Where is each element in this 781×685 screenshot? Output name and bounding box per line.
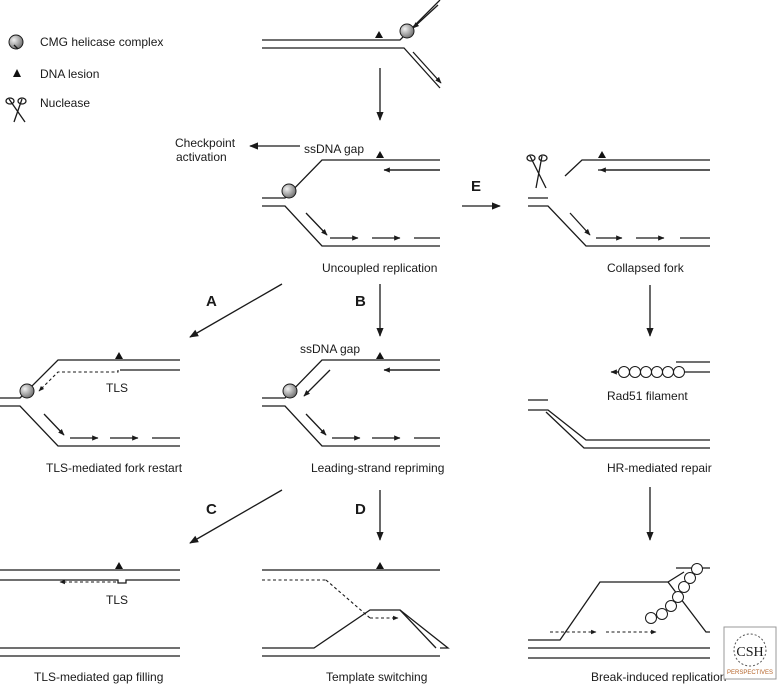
tls-gap-filling	[0, 562, 180, 657]
rad51-filament	[618, 366, 685, 378]
dna-lesion-icon	[598, 151, 606, 158]
nuclease-icon	[5, 97, 27, 123]
leading-strand-repriming	[262, 352, 440, 447]
dna-lesion-icon	[115, 562, 123, 569]
step-label-b: B	[355, 293, 366, 310]
nuclease-icon	[526, 154, 548, 189]
checkpoint-label-line2: activation	[176, 150, 227, 164]
tls-fork-restart	[0, 352, 180, 447]
cmg-helicase-icon	[8, 34, 24, 50]
caption-hr-mediated-repair: HR-mediated repair	[607, 461, 712, 475]
cmg-helicase-icon	[282, 383, 298, 399]
ssdna-gap-label: ssDNA gap	[304, 142, 364, 156]
collapsed-fork	[526, 151, 710, 247]
step-label-c: C	[206, 501, 217, 518]
dna-lesion-icon	[376, 151, 384, 158]
cmg-helicase-icon	[281, 183, 297, 199]
caption-tls-gap-filling: TLS-mediated gap filling	[34, 670, 163, 684]
checkpoint-label-line1: Checkpoint	[175, 136, 236, 150]
caption-collapsed-fork: Collapsed fork	[607, 261, 685, 275]
hr-repair	[528, 361, 710, 449]
arrow-c	[189, 489, 283, 544]
rad51-filament-label: Rad51 filament	[607, 389, 688, 403]
logo-subtext: PERSPECTIVES	[727, 670, 773, 676]
arrow-a	[189, 283, 283, 338]
template-switching	[262, 562, 450, 657]
caption-uncoupled-replication: Uncoupled replication	[322, 261, 437, 275]
dna-lesion-icon	[376, 562, 384, 569]
legend-nuclease-label: Nuclease	[40, 96, 90, 110]
top-fork	[262, 0, 442, 89]
tls-label: TLS	[106, 593, 128, 607]
tls-label: TLS	[106, 381, 128, 395]
caption-template-switching: Template switching	[326, 670, 427, 684]
caption-break-induced-replication: Break-induced replication	[591, 670, 726, 684]
dna-lesion-icon	[376, 352, 384, 359]
cmg-helicase-icon	[399, 23, 415, 39]
break-induced-replication	[528, 563, 710, 659]
rad51-filament	[645, 563, 703, 624]
step-label-d: D	[355, 501, 366, 518]
logo-text: CSH	[736, 645, 763, 660]
caption-tls-fork-restart: TLS-mediated fork restart	[46, 461, 183, 475]
cmg-helicase-icon	[19, 383, 35, 399]
dna-lesion-icon	[375, 31, 383, 38]
ssdna-gap-label: ssDNA gap	[300, 342, 360, 356]
caption-leading-strand-repriming: Leading-strand repriming	[311, 461, 444, 475]
dna-lesion-icon	[115, 352, 123, 359]
csh-perspectives-logo: CSH PERSPECTIVES	[723, 626, 777, 680]
legend-lesion-label: DNA lesion	[40, 67, 99, 81]
legend-cmg-label: CMG helicase complex	[40, 35, 163, 49]
uncoupled-fork	[262, 151, 440, 247]
dna-lesion-icon	[13, 69, 21, 77]
step-label-a: A	[206, 293, 217, 310]
legend: CMG helicase complex DNA lesion Nuclease	[5, 34, 163, 123]
step-label-e: E	[471, 178, 481, 195]
